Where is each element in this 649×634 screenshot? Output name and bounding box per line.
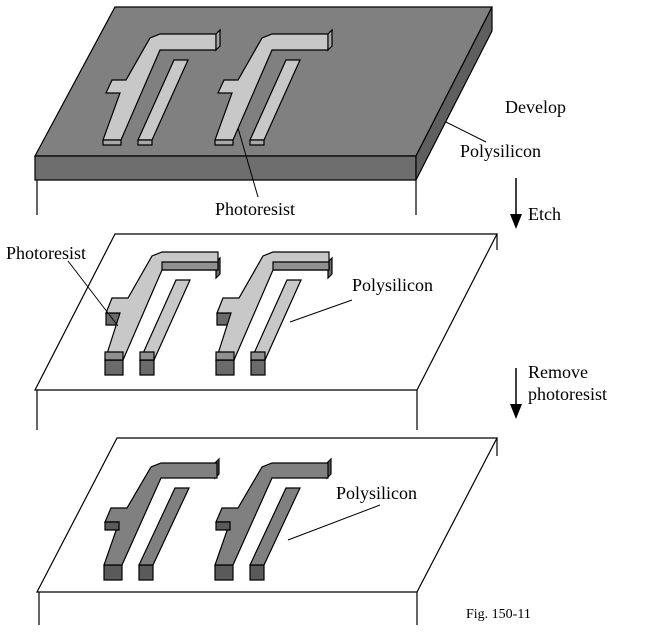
poly-slab-side [415, 6, 493, 181]
stage-develop: Develop Polysilicon Photoresist [33, 6, 566, 219]
label-remove-line1: Remove [528, 362, 588, 382]
label-etch: Etch [528, 204, 561, 224]
label-polysilicon-top: Polysilicon [460, 141, 541, 161]
label-develop: Develop [505, 97, 566, 117]
label-remove-line2: photoresist [528, 384, 607, 404]
arrow-remove-photoresist: Remove photoresist [510, 362, 607, 419]
label-photoresist-top: Photoresist [215, 199, 295, 219]
poly-slab-front [34, 155, 417, 181]
stage-etch: Photoresist Polysilicon [6, 233, 498, 430]
poly-structure-b-bottom [214, 457, 332, 581]
poly-structure-a-bottom [103, 457, 220, 581]
label-photoresist-mid: Photoresist [6, 243, 86, 263]
leader-polysilicon-mid [289, 299, 353, 323]
arrow-etch: Etch [510, 178, 561, 229]
figure-number: Fig. 150-11 [466, 607, 531, 622]
label-polysilicon-mid: Polysilicon [352, 275, 433, 295]
stage-remove: Polysilicon [36, 437, 498, 625]
poly-structure-a-mid [104, 251, 221, 376]
leader-polysilicon-bottom [287, 504, 381, 541]
leader-photoresist-mid [67, 260, 119, 327]
resist-pattern-a [102, 28, 221, 146]
leader-photoresist-top [237, 127, 259, 198]
leader-polysilicon-top [445, 121, 487, 143]
label-polysilicon-bottom: Polysilicon [336, 483, 417, 503]
poly-structure-b-mid [215, 251, 333, 376]
resist-pattern-b [214, 28, 333, 146]
